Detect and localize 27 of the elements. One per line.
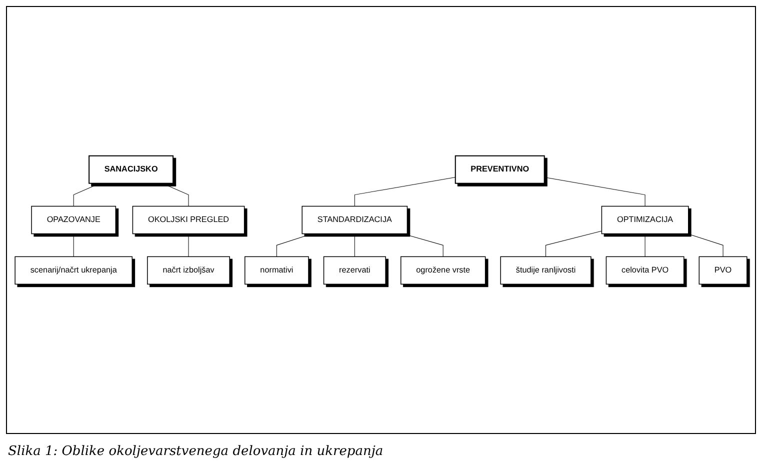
node-box: OKOLJSKI PREGLED (132, 206, 245, 234)
connector (73, 234, 74, 257)
node-box: SANACIJSKO (88, 155, 174, 184)
connector (354, 177, 456, 206)
node-box: scenarij/načrt ukrepanja (14, 256, 133, 285)
connector (354, 234, 355, 257)
connector (546, 230, 602, 257)
node-box: STANDARDIZACIJA (302, 206, 408, 234)
connector (687, 234, 724, 257)
node-box: načrt izboljšav (147, 256, 230, 285)
node-box: OPTIMIZACIJA (601, 206, 689, 234)
node-box: PREVENTIVNO (454, 155, 545, 184)
connector (402, 234, 444, 257)
node-box: normativi (244, 256, 309, 285)
connector (276, 234, 312, 257)
connector (544, 177, 646, 206)
figure-caption: Slika 1: Oblike okoljevarstvenega delovanja in ukrepanja (8, 444, 384, 459)
node-box: ogrožene vrste (400, 256, 486, 285)
node-box: OPAZOVANJE (31, 206, 116, 234)
node-box: celovita PVO (606, 256, 684, 285)
node-box: rezervati (323, 256, 386, 285)
connector (162, 183, 189, 206)
connector (188, 234, 189, 257)
connector (73, 183, 100, 206)
node-box: PVO (698, 256, 748, 285)
node-box: študije ranljivosti (500, 256, 592, 285)
connector (644, 234, 646, 257)
